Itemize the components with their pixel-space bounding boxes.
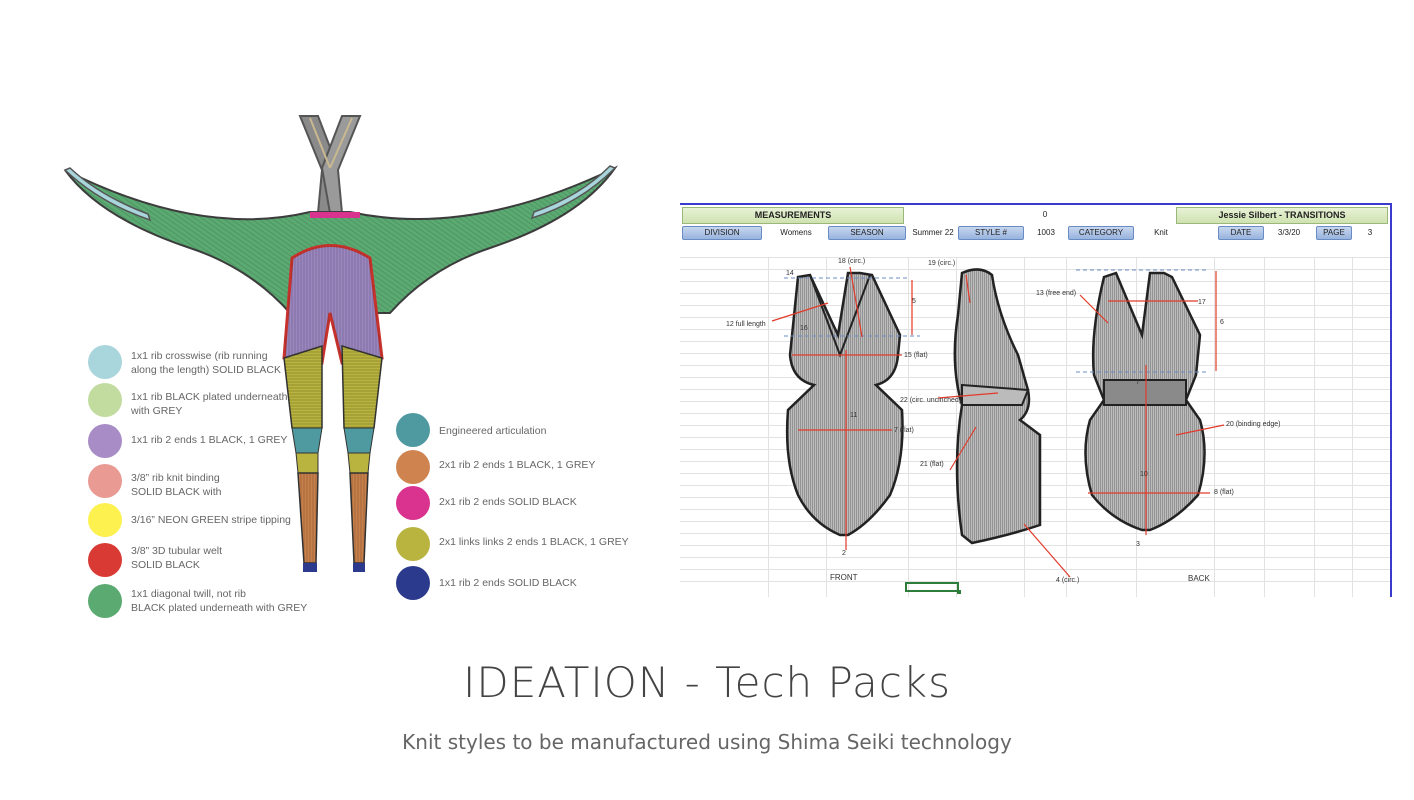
legend-label: 1x1 rib crosswise (rib running along the… (131, 350, 282, 376)
front-label: FRONT (830, 573, 858, 582)
selected-cell[interactable] (905, 582, 959, 592)
legend-label: 1x1 rib 2 ends 1 BLACK, 1 GREY (131, 434, 288, 446)
legend-swatch (396, 566, 430, 600)
legend-swatch (88, 543, 122, 577)
point-label: 19 (circ.) (928, 260, 956, 267)
measurements-header: MEASUREMENTS (682, 207, 904, 224)
legend-swatch (88, 424, 122, 458)
point-label: 14 (786, 270, 794, 277)
point-label: 22 (circ. uncinched) (900, 397, 962, 404)
point-label: 16 (800, 325, 808, 332)
legend-label: 1x1 rib 2 ends SOLID BLACK (439, 577, 577, 589)
point-label: 2 (842, 550, 846, 557)
back-label: BACK (1188, 574, 1210, 583)
date-value: 3/3/20 (1277, 228, 1301, 237)
point-label: 10 (1140, 471, 1148, 478)
bodysuit-illustration (63, 115, 619, 572)
measurement-sheet: MEASUREMENTS 0 Jessie Silbert - TRANSITI… (680, 203, 1392, 597)
point-label: 8 (flat) (1214, 489, 1234, 496)
legend-swatch (88, 503, 122, 537)
point-label: 11 (850, 412, 858, 419)
legend-label: 2x1 links links 2 ends 1 BLACK, 1 GREY (439, 536, 629, 548)
point-label: 21 (flat) (920, 461, 944, 468)
division-label: DIVISION (682, 226, 762, 240)
legend-swatch (396, 413, 430, 447)
legend-swatch (396, 527, 430, 561)
point-label: 5 (912, 298, 916, 305)
legend-swatch (88, 345, 122, 379)
legend-swatch (396, 450, 430, 484)
page-title: IDEATION - Tech Packs (462, 658, 951, 707)
point-label: 15 (flat) (904, 352, 928, 359)
point-label: 4 (circ.) (1056, 577, 1080, 584)
legend-swatch (88, 464, 122, 498)
legend-label: 3/8” 3D tubular welt SOLID BLACK (131, 545, 223, 571)
center-value: 0 (1042, 210, 1048, 219)
point-label: 3 (1136, 541, 1140, 548)
page-value: 3 (1367, 228, 1373, 237)
legend-swatch (88, 383, 122, 417)
season-value: Summer 22 (912, 228, 954, 237)
point-label: 13 (free end) (1036, 290, 1077, 297)
point-label: 20 (binding edge) (1226, 421, 1281, 428)
page-label: PAGE (1316, 226, 1352, 240)
point-label: 7 (1136, 379, 1140, 386)
style-value: 1003 (1037, 228, 1055, 237)
legend-label: 2x1 rib 2 ends SOLID BLACK (439, 496, 577, 508)
fill-handle[interactable] (957, 590, 961, 594)
legend-label: Engineered articulation (439, 425, 547, 437)
point-label: 17 (1198, 299, 1206, 306)
front-flat (785, 271, 904, 537)
garment-flats (771, 266, 1225, 578)
style-label: STYLE # (958, 226, 1024, 240)
legend-label: 1x1 diagonal twill, not rib BLACK plated… (131, 588, 308, 614)
page-subtitle: Knit styles to be manufactured using Shi… (402, 730, 1012, 754)
point-label: 7 (flat) (894, 427, 914, 434)
category-label: CATEGORY (1068, 226, 1134, 240)
legend-swatch (396, 486, 430, 520)
designer-header: Jessie Silbert - TRANSITIONS (1176, 207, 1388, 224)
legend-label: 1x1 rib BLACK plated underneath with GRE… (131, 391, 288, 417)
category-value: Knit (1154, 228, 1168, 237)
season-label: SEASON (828, 226, 906, 240)
division-value: Womens (780, 228, 812, 237)
point-label: 18 (circ.) (838, 258, 866, 265)
date-label: DATE (1218, 226, 1264, 240)
point-label: 12 full length (726, 321, 766, 328)
legend-swatch (88, 584, 122, 618)
side-flat (953, 268, 1042, 545)
legend-label: 2x1 rib 2 ends 1 BLACK, 1 GREY (439, 459, 596, 471)
legend-label: 3/16” NEON GREEN stripe tipping (131, 514, 291, 526)
legend-label: 3/8” rib knit binding SOLID BLACK with (131, 472, 222, 498)
point-label: 6 (1220, 319, 1224, 326)
